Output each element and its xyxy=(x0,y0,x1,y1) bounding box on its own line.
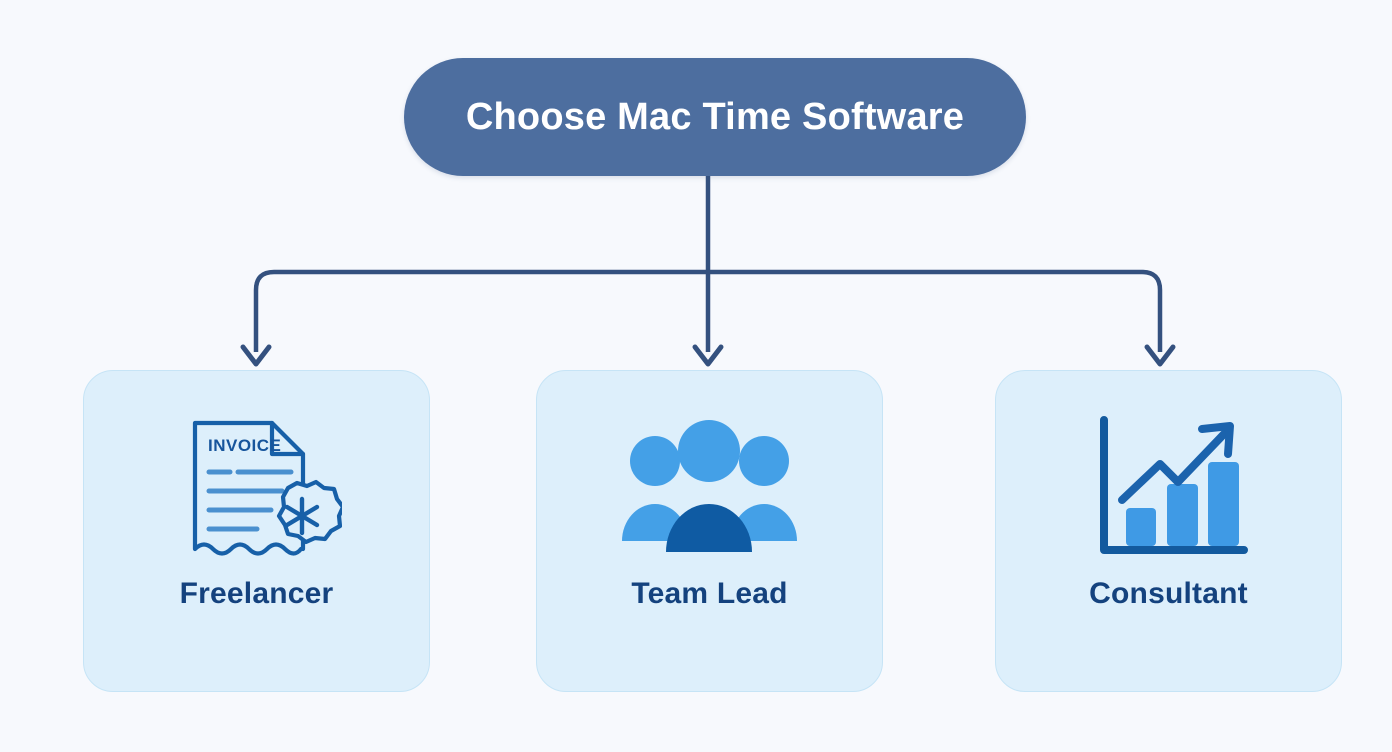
people-group-icon xyxy=(622,409,797,569)
connector-horizontal-bus xyxy=(253,269,1163,352)
branch-card-label-consultant: Consultant xyxy=(1089,577,1248,610)
arrowhead-right xyxy=(1144,344,1176,367)
arrowhead-left xyxy=(240,344,272,367)
invoice-heading-text: INVOICE xyxy=(208,436,281,455)
root-node-choose-mac-time-software[interactable]: Choose Mac Time Software xyxy=(404,58,1026,176)
arrowhead-middle xyxy=(692,344,724,367)
root-node-label: Choose Mac Time Software xyxy=(465,95,965,138)
branch-card-freelancer[interactable]: INVOICE Freelancer xyxy=(83,370,430,692)
branch-card-label-team-lead: Team Lead xyxy=(631,577,788,610)
bar-chart-growth-icon xyxy=(1084,409,1254,569)
branch-card-consultant[interactable]: Consultant xyxy=(995,370,1342,692)
invoice-document-icon: INVOICE xyxy=(172,409,342,569)
branch-card-label-freelancer: Freelancer xyxy=(179,577,334,610)
branch-card-team-lead[interactable]: Team Lead xyxy=(536,370,883,692)
